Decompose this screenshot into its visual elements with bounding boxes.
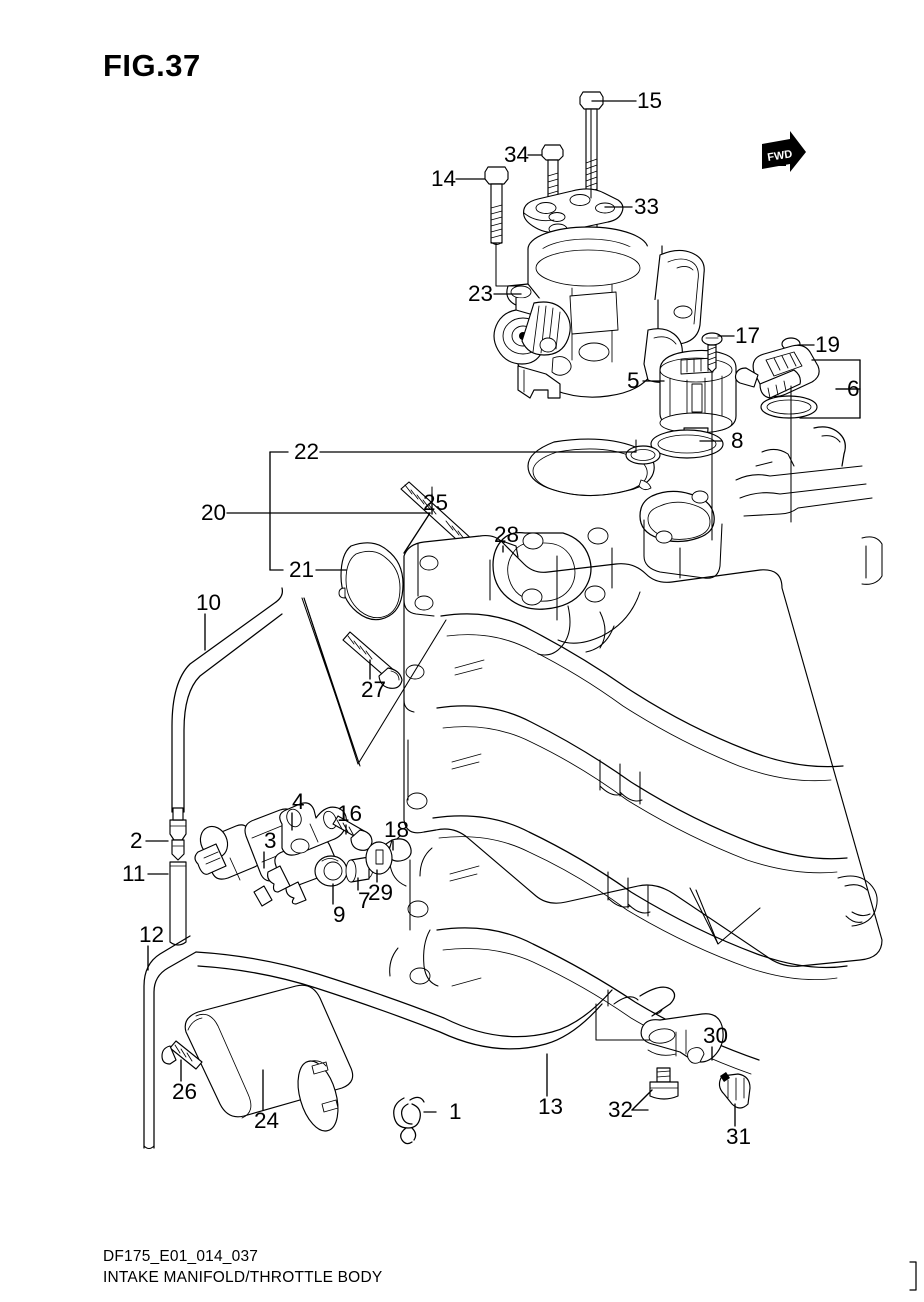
svg-text:FWD: FWD <box>767 148 794 164</box>
fwd-arrow-icon: FWD <box>762 131 806 172</box>
part-washer-29 <box>365 841 393 875</box>
part-ring-small <box>625 445 661 465</box>
callout-29: 29 <box>368 880 393 905</box>
callout-7: 7 <box>358 888 371 913</box>
callout-30: 30 <box>703 1023 728 1048</box>
callout-25: 25 <box>423 490 448 515</box>
callout-24: 24 <box>254 1108 279 1133</box>
part-iac-valve-5 <box>659 349 737 445</box>
callout-14: 14 <box>431 166 456 191</box>
leader-interior-pointers <box>301 597 447 767</box>
part-hose-13 <box>195 951 676 1050</box>
part-hose-12 <box>143 935 197 1150</box>
part-clip-1 <box>393 1096 425 1145</box>
callout-31: 31 <box>726 1124 751 1149</box>
callout-33: 33 <box>634 194 659 219</box>
part-cable-bracket-33 <box>522 188 624 235</box>
callout-26: 26 <box>172 1079 197 1104</box>
callout-17: 17 <box>735 323 760 348</box>
part-clamp-30 <box>640 1013 724 1064</box>
callout-5: 5 <box>627 368 640 393</box>
part-clip-31 <box>718 1072 751 1109</box>
callout-20: 20 <box>201 500 226 525</box>
footer-title: INTAKE MANIFOLD/THROTTLE BODY <box>103 1269 383 1286</box>
callout-4: 4 <box>292 789 305 814</box>
callout-numbers: 1 2 3 4 5 6 7 8 9 10 11 12 13 14 15 16 1… <box>122 88 860 1149</box>
part-bolt-16 <box>332 815 373 851</box>
footer-code: DF175_E01_014_037 <box>103 1248 259 1265</box>
callout-13: 13 <box>538 1094 563 1119</box>
callout-18: 18 <box>384 817 409 842</box>
part-bolt-34 <box>541 144 564 207</box>
callout-28: 28 <box>494 522 519 547</box>
part-hose-10 <box>171 587 283 813</box>
callout-12: 12 <box>139 922 164 947</box>
callout-2: 2 <box>130 828 143 853</box>
page-footer: DF175_E01_014_037 INTAKE MANIFOLD/THROTT… <box>103 1246 382 1288</box>
callout-27: 27 <box>361 677 386 702</box>
callout-11: 11 <box>122 861 145 886</box>
part-hose-11 <box>169 861 187 946</box>
callout-19: 19 <box>815 332 840 357</box>
part-intake-manifold <box>389 426 883 1075</box>
callout-1: 1 <box>449 1099 462 1124</box>
callout-9: 9 <box>333 902 346 927</box>
page-edge-mark <box>909 1261 917 1291</box>
callout-10: 10 <box>196 590 221 615</box>
callout-32: 32 <box>608 1097 633 1122</box>
part-screw-17 <box>701 332 723 373</box>
manifold-detail-wedge <box>689 887 761 945</box>
callout-8: 8 <box>731 428 744 453</box>
part-collar-7 <box>345 856 374 883</box>
callout-15: 15 <box>637 88 662 113</box>
callout-leaders <box>145 100 861 1127</box>
callout-22: 22 <box>294 439 319 464</box>
figure-title: FIG.37 <box>103 48 201 83</box>
part-grommet-9 <box>314 855 348 887</box>
part-bolt-27 <box>342 631 403 689</box>
callout-6: 6 <box>847 376 860 401</box>
callout-16: 16 <box>337 801 362 826</box>
part-gasket-21 <box>338 542 404 621</box>
part-gasket-22 <box>527 438 655 497</box>
part-canister-24 <box>184 984 354 1132</box>
part-bracket-4 <box>279 802 347 856</box>
callout-21: 21 <box>289 557 314 582</box>
part-bolt-26 <box>161 1040 203 1070</box>
part-bolt-14 <box>484 166 509 245</box>
part-map-sensor-6 <box>734 344 820 419</box>
callout-3: 3 <box>264 828 277 853</box>
part-pcv-valve-2 <box>169 807 187 861</box>
callout-23: 23 <box>468 281 493 306</box>
callout-34: 34 <box>504 142 529 167</box>
part-bolt-32 <box>649 1067 679 1100</box>
part-o-ring-8 <box>650 429 724 459</box>
part-throttle-body-23 <box>493 226 705 399</box>
